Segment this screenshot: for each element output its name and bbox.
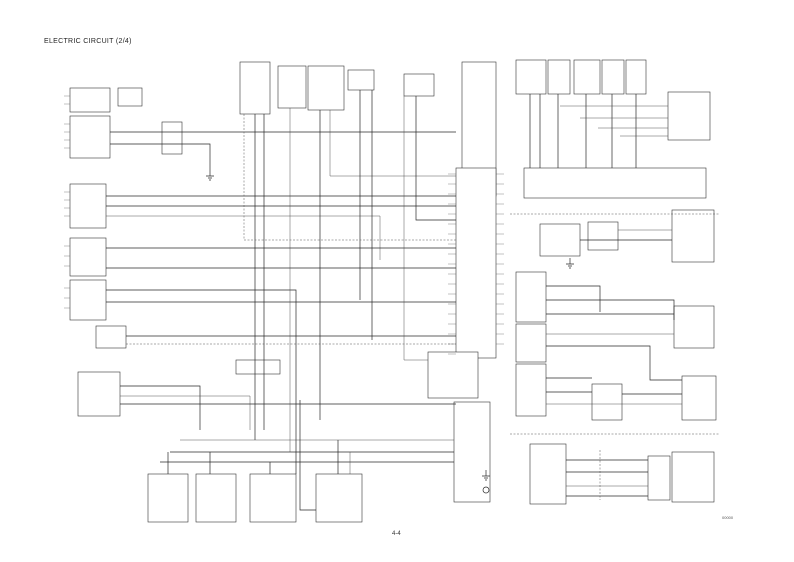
connector-block: [307, 65, 345, 111]
connector-block: [69, 183, 107, 229]
connector-block: [625, 59, 647, 95]
connector-block: [673, 305, 715, 349]
connector-block: [277, 65, 307, 109]
connector-block: [515, 323, 547, 363]
connector-block: [529, 443, 567, 505]
module-strip: [523, 167, 707, 199]
terminal-icon: [482, 486, 490, 494]
connector-block: [347, 69, 375, 91]
ecu-pin-strip-bottom: [453, 401, 491, 503]
connector-block: [539, 223, 581, 257]
connector-block: [69, 279, 107, 321]
ecu-central-connector: [427, 167, 497, 503]
connector-block: [515, 363, 547, 417]
connector-block: [671, 209, 715, 263]
connector-block: [403, 73, 435, 97]
connector-block: [235, 359, 281, 375]
connector-block: [249, 473, 297, 523]
connector-block: [587, 221, 619, 251]
wiring-right-half: [529, 94, 682, 500]
connector-block: [195, 473, 237, 523]
connector-block: [239, 61, 271, 115]
connector-block: [147, 473, 189, 523]
connector-block: [515, 59, 547, 95]
left-connector-column: [69, 87, 183, 417]
connector-block: [69, 115, 111, 159]
ecu-pin-strip: [455, 167, 497, 359]
connector-block: [69, 237, 107, 277]
connector-block: [69, 87, 111, 113]
connector-block: [667, 91, 711, 141]
page-title: ELECTRIC CIRCUIT (2/4): [44, 38, 132, 45]
connector-block: [515, 271, 547, 323]
ground-icon: [566, 258, 574, 269]
connector-block: [573, 59, 601, 95]
connector-block: [591, 383, 623, 421]
relay-block: [117, 87, 143, 107]
relay-block: [161, 121, 183, 155]
connector-block: [647, 455, 671, 501]
connector-block: [77, 371, 121, 417]
page-number: 4-4: [392, 531, 401, 537]
connector-block: [671, 451, 715, 503]
reference-code: 00000: [722, 515, 734, 520]
connector-block: [601, 59, 625, 95]
right-panel: [510, 59, 720, 505]
wiring-left-half: [106, 90, 456, 511]
connector-block: [681, 375, 717, 421]
ecu-pin-strip-lower: [427, 351, 479, 399]
connector-block: [95, 325, 127, 349]
connector-block: [315, 473, 363, 523]
bottom-connector-row: [147, 359, 363, 523]
ground-icon: [482, 470, 490, 481]
ground-symbols: [206, 170, 574, 494]
connector-block: [547, 59, 571, 95]
ground-icon: [206, 170, 214, 181]
ecu-pin-ticks: [64, 95, 504, 355]
